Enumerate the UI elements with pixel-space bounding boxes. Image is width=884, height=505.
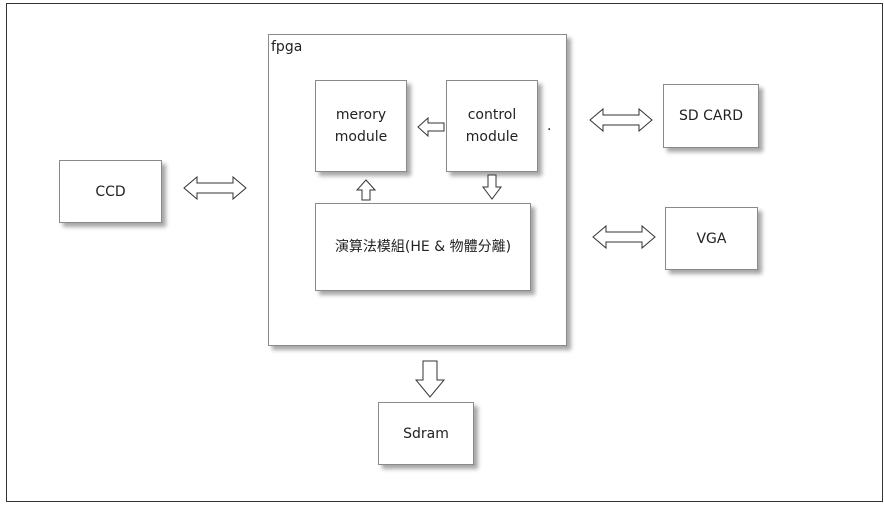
- fpga-to-sdram-arrow: [414, 360, 446, 398]
- control-module-block: control module: [446, 80, 538, 172]
- sdram-block: Sdram: [378, 402, 474, 465]
- memory-module-label: merory module: [334, 107, 388, 145]
- control-module-label: control module: [465, 107, 519, 145]
- control-to-algorithm-arrow: [482, 174, 502, 200]
- dot-mark: .: [547, 118, 552, 134]
- algorithm-module-label: 演算法模組(HE & 物體分離): [334, 239, 512, 255]
- algorithm-to-memory-arrow: [355, 179, 377, 201]
- vga-block: VGA: [665, 207, 758, 270]
- control-to-memory-arrow: [417, 116, 445, 138]
- ccd-fpga-double-arrow: [183, 175, 247, 201]
- sdram-label: Sdram: [403, 425, 449, 442]
- sd-card-label: SD CARD: [679, 108, 743, 124]
- memory-module-block: merory module: [315, 80, 407, 172]
- algorithm-module-block: 演算法模組(HE & 物體分離): [315, 203, 531, 291]
- sd-card-block: SD CARD: [663, 84, 759, 148]
- fpga-label: fpga: [271, 39, 303, 55]
- ccd-block: CCD: [59, 160, 162, 223]
- vga-label: VGA: [696, 230, 727, 247]
- fpga-sdcard-double-arrow: [589, 107, 653, 133]
- fpga-vga-double-arrow: [592, 224, 656, 250]
- ccd-label: CCD: [95, 183, 126, 200]
